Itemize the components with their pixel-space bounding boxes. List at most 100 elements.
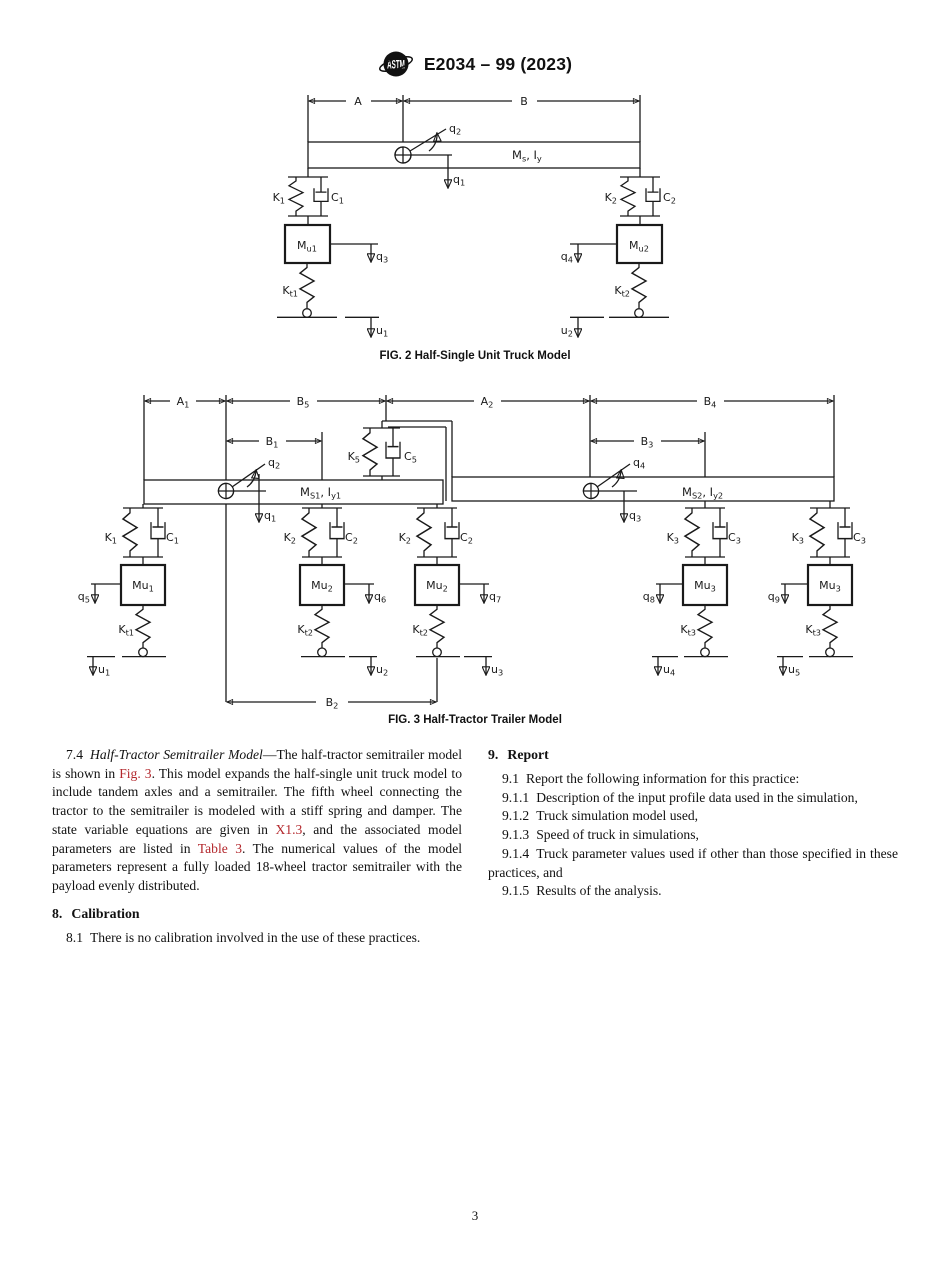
fig3-q3-coordinate: [599, 490, 637, 521]
fig3-dim-label-b5: B5: [297, 395, 310, 410]
fig2-beam-label: Ms, Iy: [512, 148, 542, 164]
fig2-spring-k2: [620, 176, 636, 217]
fig2-k2-label: K2: [605, 191, 617, 206]
fig3-c3-label-a: C3: [728, 531, 741, 546]
fig2-q3-coordinate: [330, 243, 378, 261]
fig2-q2-label: q2: [449, 122, 461, 137]
fig3-kt2-label-b: Kt2: [412, 623, 428, 638]
fig3-q9-label: q9: [768, 590, 780, 605]
fig3-q4-label: q4: [633, 456, 645, 471]
fig3-q1-coordinate: [234, 474, 266, 521]
fig3-tractor-beam: [143, 479, 444, 505]
fig2-center-of-gravity-symbol: [394, 146, 412, 164]
para-text: Description of the input profile data us…: [536, 789, 858, 805]
fig3-dim-label-b1: B1: [266, 435, 279, 450]
para-text: —The half-tractor semitrailer model is s…: [52, 747, 462, 781]
para-text: Speed of truck in simulations,: [536, 827, 699, 843]
fig2-mu1-label: Mu1: [297, 239, 317, 254]
fig3-kt2-label-a: Kt2: [297, 623, 313, 638]
fig3-axle5: [777, 501, 854, 674]
fig2-front-suspension: [288, 168, 329, 225]
fig3-k5-label: K5: [348, 450, 360, 465]
para-text: . The numerical values of the model para…: [52, 840, 462, 893]
fig3-cg1-symbol: [217, 482, 235, 500]
fig3-c3-label-b: C3: [853, 531, 866, 546]
fig3-q2-label: q2: [268, 456, 280, 471]
fig2-half-single-unit-truck-model: A B Ms, Iy q2 q1 K1 C1 Mu1: [273, 95, 676, 339]
paragraph-9-1-3: 9.1.3 Speed of truck in simulations,: [488, 826, 898, 845]
fig3-mu1-label: Mu1: [132, 579, 154, 594]
fig2-k1-label: K1: [273, 191, 285, 206]
section-number: 9.: [488, 747, 499, 762]
fig3-c1-label: C1: [166, 531, 179, 546]
para-number: 8.1: [66, 929, 83, 945]
section-number: 8.: [52, 905, 63, 921]
page-header: ASTM E2034 – 99 (2023): [0, 44, 950, 84]
fig3-q8-label: q8: [643, 590, 655, 605]
fig2-u1-label: u1: [376, 324, 388, 339]
fig2-q2-pitch-coordinate: [409, 128, 447, 152]
para-number: 9.1.5: [502, 883, 530, 899]
fig3-mu3-label-b: Mu3: [819, 579, 841, 594]
fig3-kt3-label-a: Kt3: [680, 623, 696, 638]
fig3-dimension-b2: [225, 504, 438, 702]
fig2-q1-label: q1: [453, 173, 465, 188]
paragraph-9-1-5: 9.1.5 Results of the analysis.: [488, 882, 898, 901]
para-number: 9.1.3: [502, 827, 530, 843]
fig3-kt1-label: Kt1: [118, 623, 134, 638]
para-text: Report the following information for thi…: [526, 771, 800, 786]
fig3-axle3: [413, 504, 492, 674]
fig3-kt3-label-b: Kt3: [805, 623, 821, 638]
fig3-dim-label-b3: B3: [641, 435, 654, 450]
fig3-mu2-label-a: Mu2: [311, 579, 333, 594]
page-number: 3: [471, 1208, 479, 1223]
fig3-dim-label-b4: B4: [704, 395, 717, 410]
fig3-k2-label-a: K2: [284, 531, 296, 546]
fig2-damper-c1: [313, 176, 329, 217]
fig3-dimension-b3: [591, 432, 706, 477]
fig2-tire-spring-kt1: [299, 262, 315, 309]
para-text: Truck simulation model used,: [536, 808, 699, 824]
fig3-k2-label-b: K2: [399, 531, 411, 546]
fig2-kt1-label: Kt1: [282, 284, 298, 299]
link-table-3[interactable]: Table 3: [197, 840, 243, 856]
fig3-q6-label: q6: [374, 590, 386, 605]
fig3-q2-pitch-coordinate: [231, 463, 266, 488]
link-x1-3[interactable]: X1.3: [275, 821, 303, 837]
fig2-q1-bounce-coordinate: [411, 154, 452, 187]
fig3-u1-label: u1: [98, 663, 110, 678]
section-9-heading: 9.Report: [488, 746, 898, 764]
astm-logo-orbit: [378, 56, 413, 72]
fig2-dimensions: [307, 95, 641, 142]
fig2-mu2-label: Mu2: [629, 239, 649, 254]
fig3-k3-label-b: K3: [792, 531, 804, 546]
fig2-dim-label-b: B: [520, 95, 528, 108]
fig3-beam1-label: MS1, Iy1: [300, 485, 341, 501]
fig3-damper-c5: [385, 427, 401, 477]
fig2-dim-label-a: A: [354, 95, 362, 108]
fig3-axle2: [298, 504, 377, 674]
fig3-dimension-b1: [227, 432, 323, 480]
link-fig-3[interactable]: Fig. 3: [119, 765, 152, 781]
fig3-q5-label: q5: [78, 590, 90, 605]
fig3-dim-label-b2: B2: [326, 696, 339, 711]
astm-logo-text: ASTM: [387, 59, 405, 73]
fig2-u2-label: u2: [561, 324, 573, 339]
para-text: Results of the analysis.: [536, 883, 662, 899]
fig3-u3-label: u3: [491, 663, 503, 678]
doc-designation: E2034 – 99 (2023): [423, 53, 573, 74]
para-text: . This model expands the half-single uni…: [52, 765, 462, 837]
astm-logo: ASTM: [378, 51, 413, 77]
fig3-dim-label-a2: A2: [481, 395, 494, 410]
para-number: 9.1.4: [502, 845, 530, 861]
fig2-sprung-mass-beam: [307, 141, 641, 169]
section-8-heading: 8.Calibration: [52, 905, 462, 923]
